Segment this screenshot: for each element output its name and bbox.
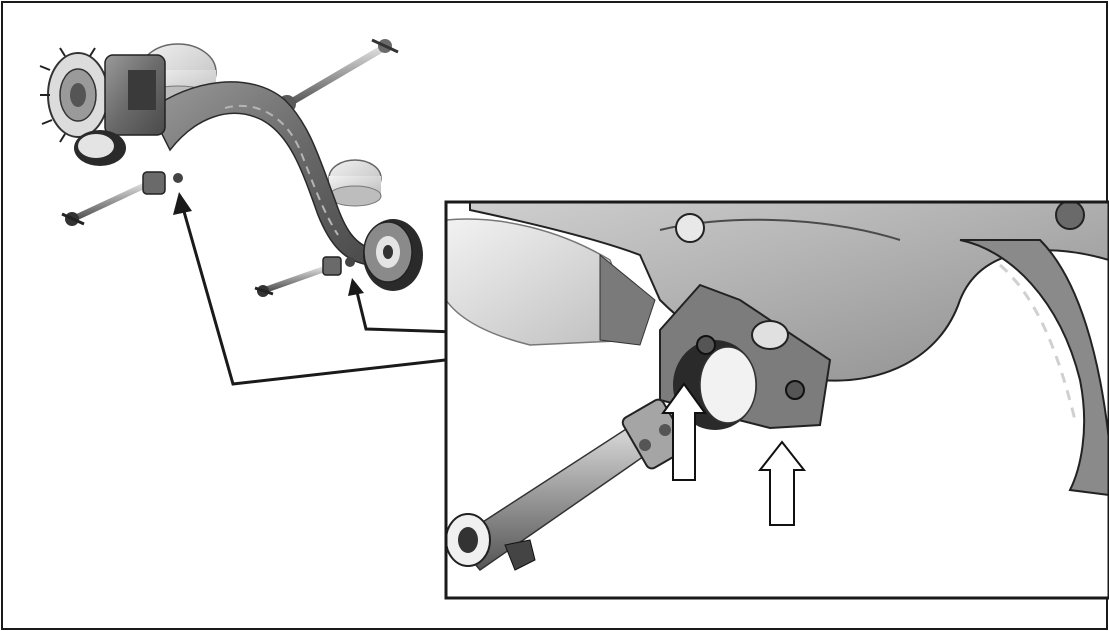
up-arrow-icon [661,382,707,481]
hub-icon [363,219,423,291]
leader-arrowhead [173,192,192,215]
upper-torque-rod [278,38,399,113]
torque-rod-icon [254,256,355,297]
detail-frame [444,200,1109,600]
up-arrow-icon [757,440,807,526]
hub-icon [39,47,166,166]
axle-assembly-icon [39,38,423,297]
detail-view [444,200,1109,600]
torque-rod-icon [61,171,183,226]
air-spring-icon [328,159,382,207]
leader-arrowhead [348,278,364,296]
